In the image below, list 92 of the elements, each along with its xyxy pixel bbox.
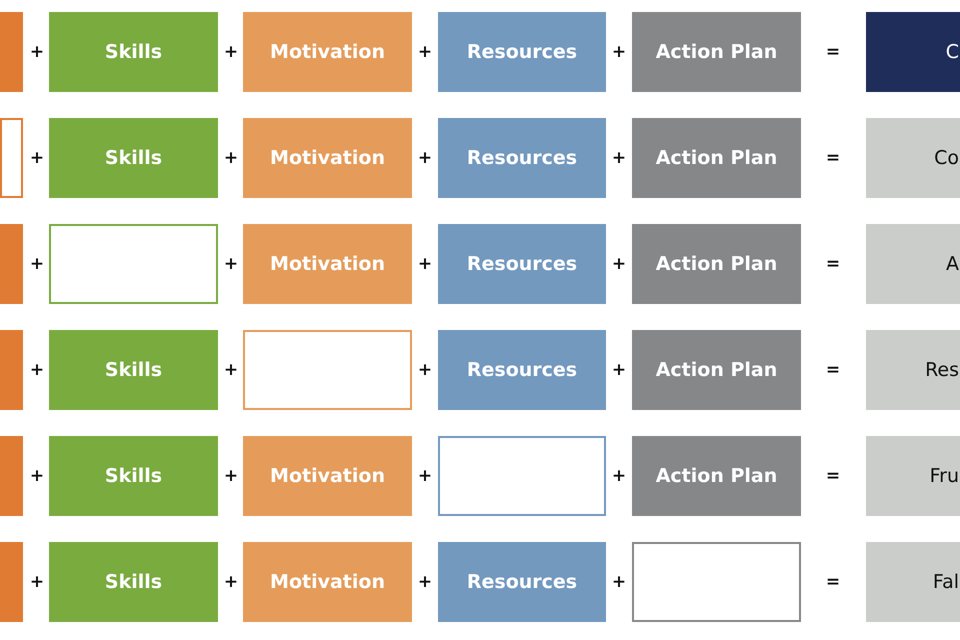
- box-label: Motivation: [270, 41, 385, 63]
- box-label: Motivation: [270, 571, 385, 593]
- factor-box: [243, 224, 412, 304]
- box-label: Action Plan: [656, 359, 778, 381]
- result-box: [866, 118, 960, 198]
- plus-sign: +: [610, 254, 628, 274]
- blank-box: [438, 436, 606, 516]
- result-box: [866, 224, 960, 304]
- box-label: Skills: [104, 571, 162, 593]
- factor-box: [438, 542, 606, 622]
- factor-box: [243, 436, 412, 516]
- blank-box: [632, 542, 801, 622]
- factor-box: [0, 12, 23, 92]
- box-label: Resources: [466, 571, 578, 593]
- plus-sign: +: [610, 466, 628, 486]
- plus-sign: +: [416, 466, 434, 486]
- box-label: Skills: [104, 147, 162, 169]
- box-label: Skills: [104, 359, 162, 381]
- factor-box: [632, 12, 801, 92]
- plus-sign: +: [222, 466, 240, 486]
- plus-sign: +: [610, 42, 628, 62]
- box-label: Co: [934, 147, 959, 169]
- blank-box: [243, 330, 412, 410]
- plus-sign: +: [610, 360, 628, 380]
- box-label: Fru: [930, 465, 959, 487]
- result-box: [866, 330, 960, 410]
- plus-sign: +: [28, 42, 46, 62]
- factor-box: [0, 330, 23, 410]
- factor-box: [632, 224, 801, 304]
- result-box: [866, 436, 960, 516]
- blank-box: [49, 224, 218, 304]
- factor-box: [438, 118, 606, 198]
- plus-sign: +: [222, 360, 240, 380]
- box-label: Motivation: [270, 253, 385, 275]
- plus-sign: +: [222, 572, 240, 592]
- box-label: Resources: [466, 253, 578, 275]
- factor-box: [243, 12, 412, 92]
- plus-sign: +: [222, 148, 240, 168]
- factor-box: [243, 118, 412, 198]
- box-label: C: [946, 41, 959, 63]
- factor-box: [0, 542, 23, 622]
- box-label: A: [946, 253, 959, 275]
- factor-box: [0, 436, 23, 516]
- equals-sign: =: [824, 572, 842, 592]
- plus-sign: +: [610, 148, 628, 168]
- equals-sign: =: [824, 360, 842, 380]
- box-label: Action Plan: [656, 147, 778, 169]
- box-label: Fal: [932, 571, 959, 593]
- result-box: [866, 542, 960, 622]
- box-label: Resources: [466, 147, 578, 169]
- box-label: Motivation: [270, 147, 385, 169]
- equals-sign: =: [824, 466, 842, 486]
- plus-sign: +: [222, 254, 240, 274]
- box-label: Skills: [104, 41, 162, 63]
- equals-sign: =: [824, 42, 842, 62]
- box-label: Skills: [104, 465, 162, 487]
- plus-sign: +: [28, 148, 46, 168]
- plus-sign: +: [28, 466, 46, 486]
- factor-box: [49, 118, 218, 198]
- plus-sign: +: [28, 254, 46, 274]
- factor-box: [0, 224, 23, 304]
- factor-box: [243, 542, 412, 622]
- box-label: Action Plan: [656, 41, 778, 63]
- result-box: [866, 12, 960, 92]
- plus-sign: +: [416, 360, 434, 380]
- plus-sign: +: [416, 148, 434, 168]
- factor-box: [632, 330, 801, 410]
- factor-box: [438, 224, 606, 304]
- box-label: Motivation: [270, 465, 385, 487]
- box-label: Action Plan: [656, 465, 778, 487]
- plus-sign: +: [416, 572, 434, 592]
- equals-sign: =: [824, 148, 842, 168]
- blank-box: [0, 118, 23, 198]
- factor-box: [49, 330, 218, 410]
- equals-sign: =: [824, 254, 842, 274]
- factor-box: [438, 12, 606, 92]
- plus-sign: +: [222, 42, 240, 62]
- plus-sign: +: [416, 42, 434, 62]
- box-label: Resources: [466, 359, 578, 381]
- plus-sign: +: [416, 254, 434, 274]
- box-label: Action Plan: [656, 253, 778, 275]
- factor-box: [49, 436, 218, 516]
- factor-box: [49, 542, 218, 622]
- box-label: Res: [925, 359, 959, 381]
- factor-box: [438, 330, 606, 410]
- factor-box: [632, 118, 801, 198]
- plus-sign: +: [28, 360, 46, 380]
- plus-sign: +: [610, 572, 628, 592]
- factor-box: [49, 12, 218, 92]
- factor-box: [632, 436, 801, 516]
- box-label: Resources: [466, 41, 578, 63]
- plus-sign: +: [28, 572, 46, 592]
